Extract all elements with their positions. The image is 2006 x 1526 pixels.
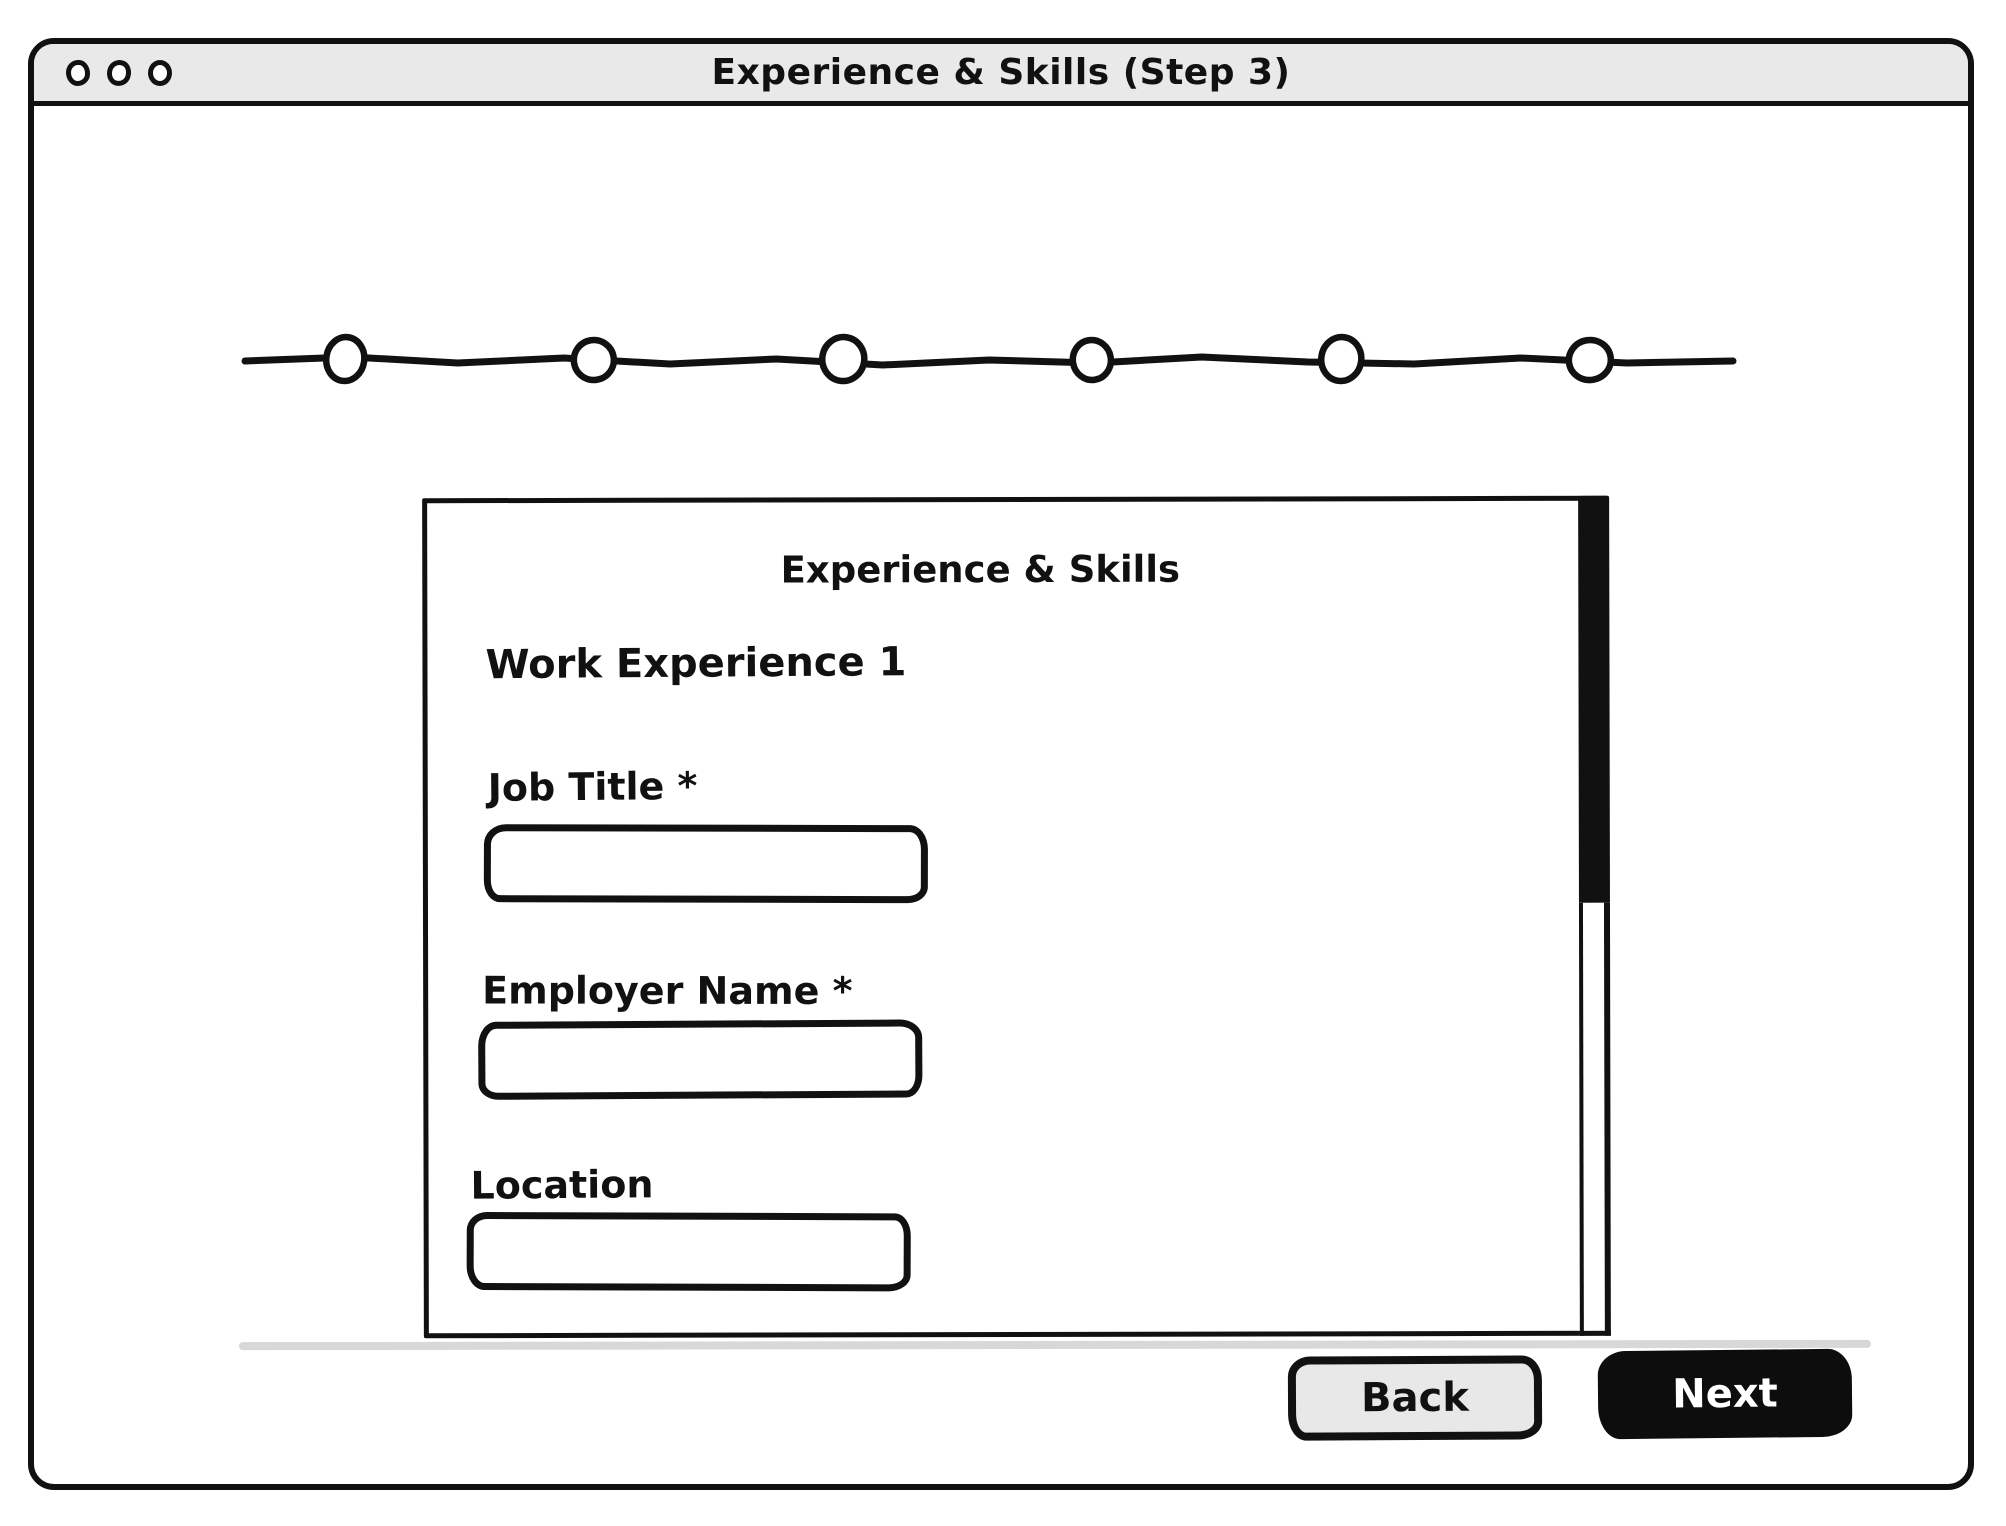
stepper-line-icon <box>241 333 1737 385</box>
footer-divider <box>238 1339 1872 1351</box>
stepper-step-icon <box>1565 336 1615 384</box>
back-button[interactable]: Back <box>1287 1355 1543 1441</box>
experience-skills-panel: Experience & Skills Work Experience 1 Jo… <box>422 495 1611 1339</box>
job-title-label: Job Title * <box>487 763 698 810</box>
location-label: Location <box>470 1162 654 1208</box>
employer-name-label: Employer Name * <box>482 968 853 1013</box>
progress-stepper <box>213 315 1803 407</box>
location-input[interactable] <box>466 1211 911 1292</box>
next-button[interactable]: Next <box>1597 1348 1853 1440</box>
titlebar: Experience & Skills (Step 3) <box>34 44 1968 106</box>
stepper-step-icon <box>570 336 618 384</box>
window-title: Experience & Skills (Step 3) <box>711 52 1291 93</box>
job-title-input[interactable] <box>483 824 928 904</box>
vertical-scrollbar[interactable] <box>1578 495 1611 1336</box>
panel-title: Experience & Skills <box>780 547 1181 592</box>
window-control-icon[interactable] <box>148 59 172 86</box>
window-control-icon[interactable] <box>66 59 90 86</box>
window-controls <box>66 56 172 89</box>
scrollbar-track[interactable] <box>1578 903 1611 1336</box>
stepper-step-icon <box>1317 333 1365 385</box>
back-button-label: Back <box>1360 1374 1470 1422</box>
next-button-label: Next <box>1671 1370 1779 1418</box>
section-heading: Work Experience 1 <box>485 639 907 689</box>
app-window: Experience & Skills (Step 3) Experience … <box>28 38 1974 1490</box>
stepper-step-icon <box>819 333 868 385</box>
scrollbar-thumb[interactable] <box>1578 495 1610 904</box>
stepper-step-icon <box>1069 336 1115 384</box>
employer-name-input[interactable] <box>478 1019 923 1100</box>
stepper-step-icon <box>322 333 368 385</box>
